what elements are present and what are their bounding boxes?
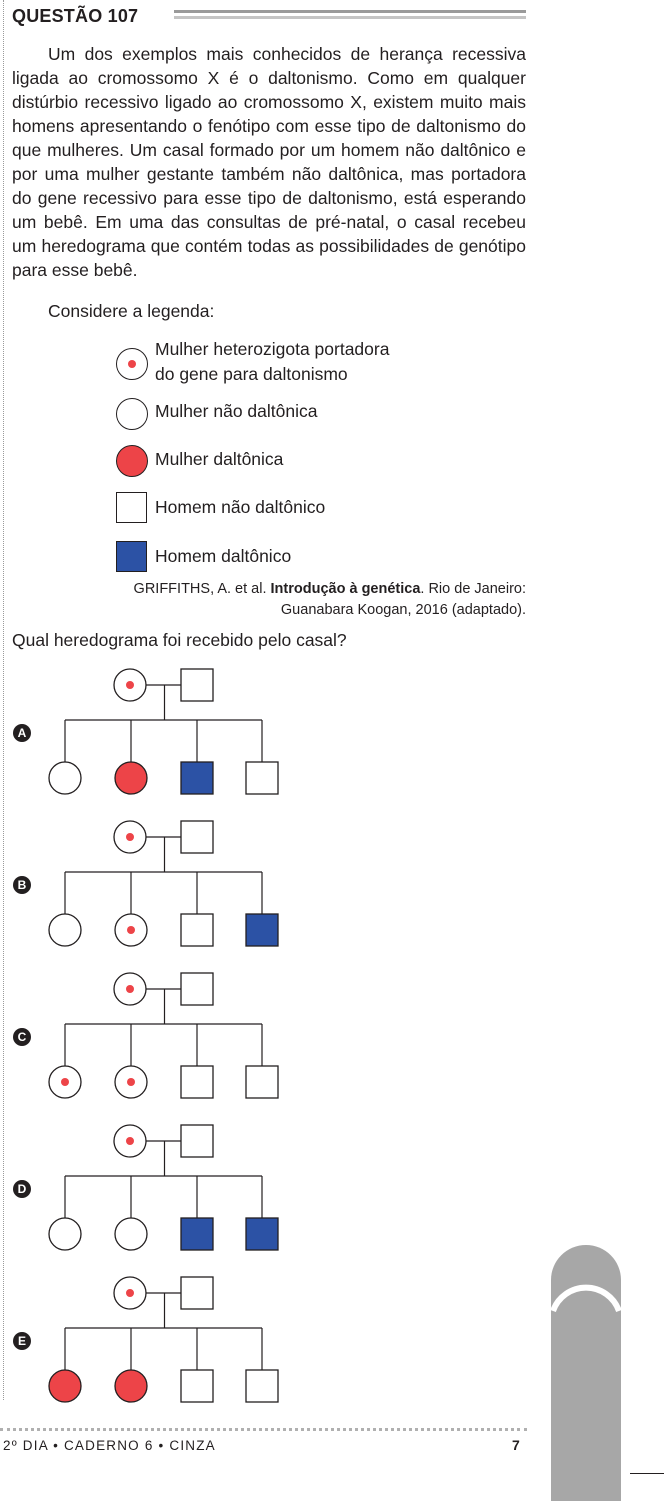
pedigree-chart	[48, 1124, 279, 1251]
option-e[interactable]: E	[0, 1276, 300, 1406]
question-title: QUESTÃO 107	[12, 6, 139, 26]
parent-father-normal-male-icon	[180, 1276, 214, 1310]
legend-text-carrier-line2: do gene para daltonismo	[155, 364, 348, 384]
side-tab-decoration	[551, 1245, 621, 1501]
parent-mother-carrier-female-icon	[113, 668, 147, 702]
child-4-affected-male-icon	[245, 913, 279, 947]
parent-mother-carrier-female-icon	[113, 1276, 147, 1310]
child-2-affected-female-icon	[114, 761, 148, 795]
normal-male-icon	[116, 492, 147, 523]
child-1-normal-female-icon	[48, 1217, 82, 1251]
parent-father-normal-male-icon	[180, 820, 214, 854]
child-3-normal-male-icon	[180, 1369, 214, 1403]
pedigree-chart	[48, 668, 279, 795]
child-2-normal-female-icon	[114, 1217, 148, 1251]
pedigree-chart	[48, 1276, 279, 1403]
reference-authors: GRIFFITHS, A. et al.	[133, 581, 271, 597]
option-d[interactable]: D	[0, 1124, 300, 1254]
parent-mother-carrier-female-icon	[113, 820, 147, 854]
question-body-text: Um dos exemplos mais conhecidos de heran…	[12, 44, 526, 280]
child-1-carrier-female-icon	[48, 1065, 82, 1099]
option-b[interactable]: B	[0, 820, 300, 950]
page-number: 7	[512, 1437, 520, 1453]
legend-intro: Considere a legenda:	[48, 301, 215, 321]
carrier-female-icon	[116, 348, 148, 380]
left-margin-rule	[3, 0, 4, 1400]
legend-text-affected-female: Mulher daltônica	[155, 449, 284, 469]
option-a[interactable]: A	[0, 668, 300, 798]
reference-publisher: Guanabara Koogan, 2016 (adaptado).	[280, 602, 526, 618]
child-2-affected-female-icon	[114, 1369, 148, 1403]
footer-dotted-rule	[0, 1428, 527, 1431]
question-prompt: Qual heredograma foi recebido pelo casal…	[12, 630, 347, 650]
child-3-normal-male-icon	[180, 913, 214, 947]
header-decorative-bars	[174, 10, 526, 19]
child-4-normal-male-icon	[245, 1065, 279, 1099]
child-3-affected-male-icon	[180, 1217, 214, 1251]
affected-male-icon	[116, 541, 147, 572]
child-2-carrier-female-icon	[114, 1065, 148, 1099]
parent-mother-carrier-female-icon	[113, 1124, 147, 1158]
legend-text-affected-male: Homem daltônico	[155, 546, 292, 566]
parent-father-normal-male-icon	[180, 668, 214, 702]
normal-female-icon	[116, 398, 148, 430]
child-2-carrier-female-icon	[114, 913, 148, 947]
option-letter[interactable]: C	[13, 1028, 31, 1046]
pedigree-chart	[48, 820, 279, 947]
option-letter[interactable]: D	[13, 1180, 31, 1198]
reference-city: . Rio de Janeiro:	[420, 581, 526, 597]
legend-text-normal-female: Mulher não daltônica	[155, 401, 318, 421]
option-letter[interactable]: E	[13, 1332, 31, 1350]
parent-mother-carrier-female-icon	[113, 972, 147, 1006]
child-3-affected-male-icon	[180, 761, 214, 795]
child-3-normal-male-icon	[180, 1065, 214, 1099]
child-1-normal-female-icon	[48, 761, 82, 795]
child-1-affected-female-icon	[48, 1369, 82, 1403]
crop-mark	[630, 1473, 664, 1474]
legend-text-carrier-line1: Mulher heterozigota portadora	[155, 339, 390, 359]
option-letter[interactable]: B	[13, 876, 31, 894]
reference-book-title: Introdução à genética	[270, 581, 421, 597]
option-c[interactable]: C	[0, 972, 300, 1102]
child-1-normal-female-icon	[48, 913, 82, 947]
affected-female-icon	[116, 445, 148, 477]
footer-booklet-info: 2º DIA • CADERNO 6 • CINZA	[3, 1438, 216, 1453]
child-4-normal-male-icon	[245, 1369, 279, 1403]
parent-father-normal-male-icon	[180, 972, 214, 1006]
child-4-affected-male-icon	[245, 1217, 279, 1251]
bibliographic-reference: GRIFFITHS, A. et al. Introdução à genéti…	[134, 579, 526, 621]
child-4-normal-male-icon	[245, 761, 279, 795]
parent-father-normal-male-icon	[180, 1124, 214, 1158]
legend-text-normal-male: Homem não daltônico	[155, 497, 326, 517]
option-letter[interactable]: A	[13, 724, 31, 742]
pedigree-chart	[48, 972, 279, 1099]
question-header: QUESTÃO 107	[12, 6, 528, 28]
